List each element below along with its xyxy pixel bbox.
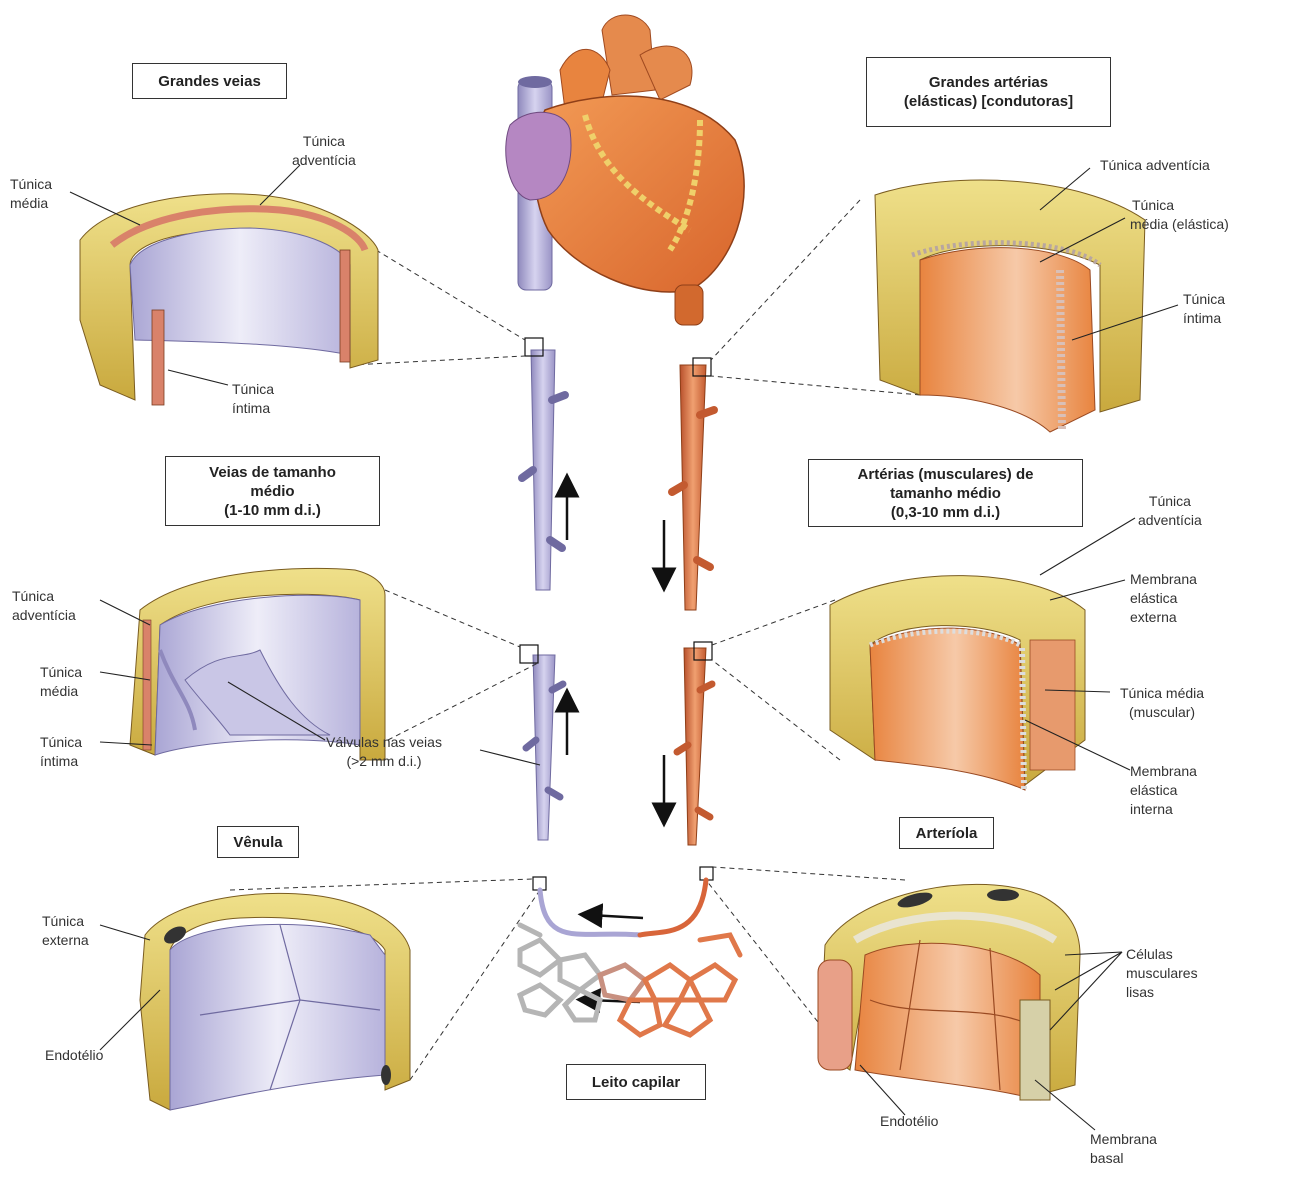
label-ga-adventicia: Túnica adventícia (1100, 156, 1210, 175)
vein-segment-lower (526, 655, 563, 840)
label-ar-membrana-basal: Membrana basal (1090, 1130, 1157, 1168)
label-ar-celulas: Células musculares lisas (1126, 945, 1198, 1002)
label-gv-adventicia: Túnica adventícia (292, 132, 356, 170)
medium-vein-section (130, 568, 385, 760)
title-leito-capilar: Leito capilar (566, 1064, 706, 1100)
title-text: Leito capilar (592, 1073, 680, 1092)
title-text: Grandes veias (158, 72, 261, 91)
label-ga-intima: Túnica íntima (1183, 290, 1225, 328)
vein-segment-upper (522, 350, 565, 590)
title-line: médio (250, 482, 294, 501)
title-line: Veias de tamanho (209, 463, 336, 482)
label-valvulas: Válvulas nas veias (>2 mm d.i.) (326, 733, 442, 771)
title-veias-medio: Veias de tamanho médio (1-10 mm d.i.) (165, 456, 380, 526)
title-grandes-arterias: Grandes artérias (elásticas) [condutoras… (866, 57, 1111, 127)
title-line: Artérias (musculares) de (858, 465, 1034, 484)
label-ve-endotelio: Endotélio (45, 1046, 103, 1065)
title-grandes-veias: Grandes veias (132, 63, 287, 99)
label-am-adventicia: Túnica adventícia (1138, 492, 1202, 530)
artery-segment-lower (677, 648, 712, 845)
title-line: Grandes artérias (929, 73, 1048, 92)
venule-section (140, 893, 410, 1110)
label-ve-externa: Túnica externa (42, 912, 89, 950)
label-vm-adventicia: Túnica adventícia (12, 587, 76, 625)
title-text: Arteríola (916, 824, 978, 843)
title-venula: Vênula (217, 826, 299, 858)
title-line: tamanho médio (890, 484, 1001, 503)
arteriole-section (818, 884, 1080, 1100)
title-line: (1-10 mm d.i.) (224, 501, 321, 520)
medium-artery-section (830, 576, 1085, 790)
label-vm-intima: Túnica íntima (40, 733, 82, 771)
title-arteriola: Arteríola (899, 817, 994, 849)
title-arterias-medio: Artérias (musculares) de tamanho médio (… (808, 459, 1083, 527)
label-vm-media: Túnica média (40, 663, 82, 701)
label-am-media: Túnica média (muscular) (1120, 684, 1204, 722)
label-ar-endotelio: Endotélio (880, 1112, 938, 1131)
artery-segment-upper (672, 365, 714, 610)
label-am-membrana-interna: Membrana elástica interna (1130, 762, 1197, 819)
title-line: (0,3-10 mm d.i.) (891, 503, 1000, 522)
title-text: Vênula (233, 833, 282, 852)
capillary-bed (520, 880, 740, 1035)
label-ga-media: Túnica média (elástica) (1130, 196, 1229, 234)
label-am-membrana-externa: Membrana elástica externa (1130, 570, 1197, 627)
heart-illustration (506, 15, 744, 325)
label-gv-media: Túnica média (10, 175, 52, 213)
flow-arrows (567, 485, 664, 1002)
label-gv-intima: Túnica íntima (232, 380, 274, 418)
large-vein-section (80, 194, 378, 405)
title-line: (elásticas) [condutoras] (904, 92, 1073, 111)
arrow-left-icon (590, 915, 643, 918)
